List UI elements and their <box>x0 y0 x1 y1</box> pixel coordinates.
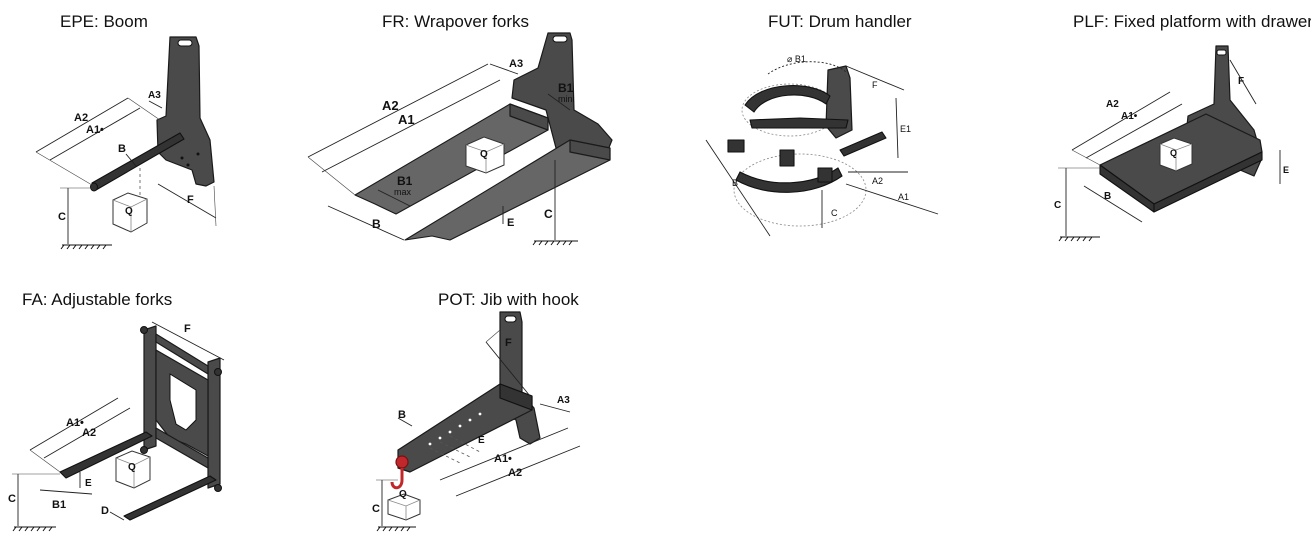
label-fr-c: C <box>544 207 553 221</box>
label-pot-c: C <box>372 503 380 515</box>
label-fr-max: max <box>394 187 412 197</box>
label-plf-e: E <box>1283 165 1289 175</box>
fa-load-box <box>115 450 151 489</box>
label-epe-f: F <box>187 194 194 206</box>
diagram-fut-drum-handler: ⌀ B1 F E1 A2 A1 B C <box>0 0 960 260</box>
label-epe-q: Q <box>125 206 133 217</box>
label-fr-b1-mini: B1 <box>558 81 574 95</box>
label-epe-a3: A3 <box>148 90 161 101</box>
diagram-plf-fixed-platform: Q F A2 A1• C B E <box>0 0 1311 260</box>
label-plf-f: F <box>1238 76 1244 87</box>
label-plf-b: B <box>1104 191 1111 202</box>
fr-load-box <box>465 136 505 174</box>
pot-mast-plate <box>499 311 541 445</box>
label-fa-q: Q <box>128 462 136 473</box>
title-fa: FA: Adjustable forks <box>22 290 173 309</box>
label-fut-a2: A2 <box>872 176 883 186</box>
label-plf-q: Q <box>1170 148 1177 158</box>
label-fut-b1: ⌀ B1 <box>787 54 806 64</box>
title-fr: FR: Wrapover forks <box>382 12 530 31</box>
label-fa-f: F <box>184 323 191 335</box>
label-fut-b: B <box>732 178 738 188</box>
label-fr-e: E <box>507 217 514 229</box>
label-pot-a3: A3 <box>557 395 570 406</box>
label-fr-mini: mini <box>558 94 575 104</box>
diagram-pot-jib-with-hook: Q F A3 B E A1• A2 C <box>0 0 640 533</box>
label-epe-c: C <box>58 211 66 223</box>
label-fa-d: D <box>101 505 109 517</box>
pot-hook <box>390 455 409 490</box>
label-epe-b: B <box>118 143 126 155</box>
title-fut: FUT: Drum handler <box>768 12 912 31</box>
label-pot-a2: A2 <box>508 467 522 479</box>
label-fr-a3: A3 <box>509 58 523 70</box>
fr-lifting-eye <box>552 35 568 43</box>
label-fr-a2: A2 <box>382 98 399 113</box>
label-fa-a1: A1• <box>66 417 84 429</box>
label-fut-e1: E1 <box>900 124 911 134</box>
label-plf-a1: A1• <box>1121 111 1138 122</box>
fa-frame-left-post <box>143 325 157 451</box>
title-plf: PLF: Fixed platform with drawer <box>1073 12 1311 31</box>
label-fa-e: E <box>85 478 92 489</box>
label-plf-c: C <box>1054 200 1061 211</box>
epe-mast-plate <box>156 36 215 187</box>
label-plf-a2: A2 <box>1106 99 1119 110</box>
label-fut-a1: A1 <box>898 192 909 202</box>
label-epe-a2: A2 <box>74 112 88 124</box>
label-fa-c: C <box>8 493 16 505</box>
label-pot-q: Q <box>399 489 407 500</box>
epe-lifting-eye <box>177 39 193 47</box>
pot-load-box <box>387 493 421 521</box>
fut-clamp-ring <box>744 85 831 113</box>
label-fr-b: B <box>372 217 381 231</box>
label-pot-a1: A1• <box>494 453 512 465</box>
diagram-fr-wrapover-forks: Q A2 A1 A3 B1 mini B1 max B E C <box>0 0 640 260</box>
fa-frame-top-bar <box>155 333 209 375</box>
diagram-fa-adjustable-forks: Q F A1• A2 C E B1 D <box>0 0 260 533</box>
label-epe-a1: A1• <box>86 124 104 136</box>
fa-fork-right <box>123 475 217 521</box>
title-pot: POT: Jib with hook <box>438 290 579 309</box>
label-fut-c: C <box>831 208 838 218</box>
label-fut-f: F <box>872 80 878 90</box>
label-pot-b: B <box>398 409 406 421</box>
epe-load-box <box>112 192 148 233</box>
diagram-epe-boom: A2 A1• A3 B Q C F <box>0 0 260 260</box>
label-fr-a1: A1 <box>398 112 415 127</box>
label-fr-b1-max: B1 <box>397 174 413 188</box>
label-fa-b1: B1 <box>52 499 66 511</box>
title-epe: EPE: Boom <box>60 12 148 31</box>
label-fa-a2: A2 <box>82 427 96 439</box>
label-fr-q: Q <box>480 149 488 160</box>
label-pot-f: F <box>505 337 512 349</box>
label-pot-e: E <box>478 435 485 446</box>
fa-fork-left <box>59 431 153 479</box>
